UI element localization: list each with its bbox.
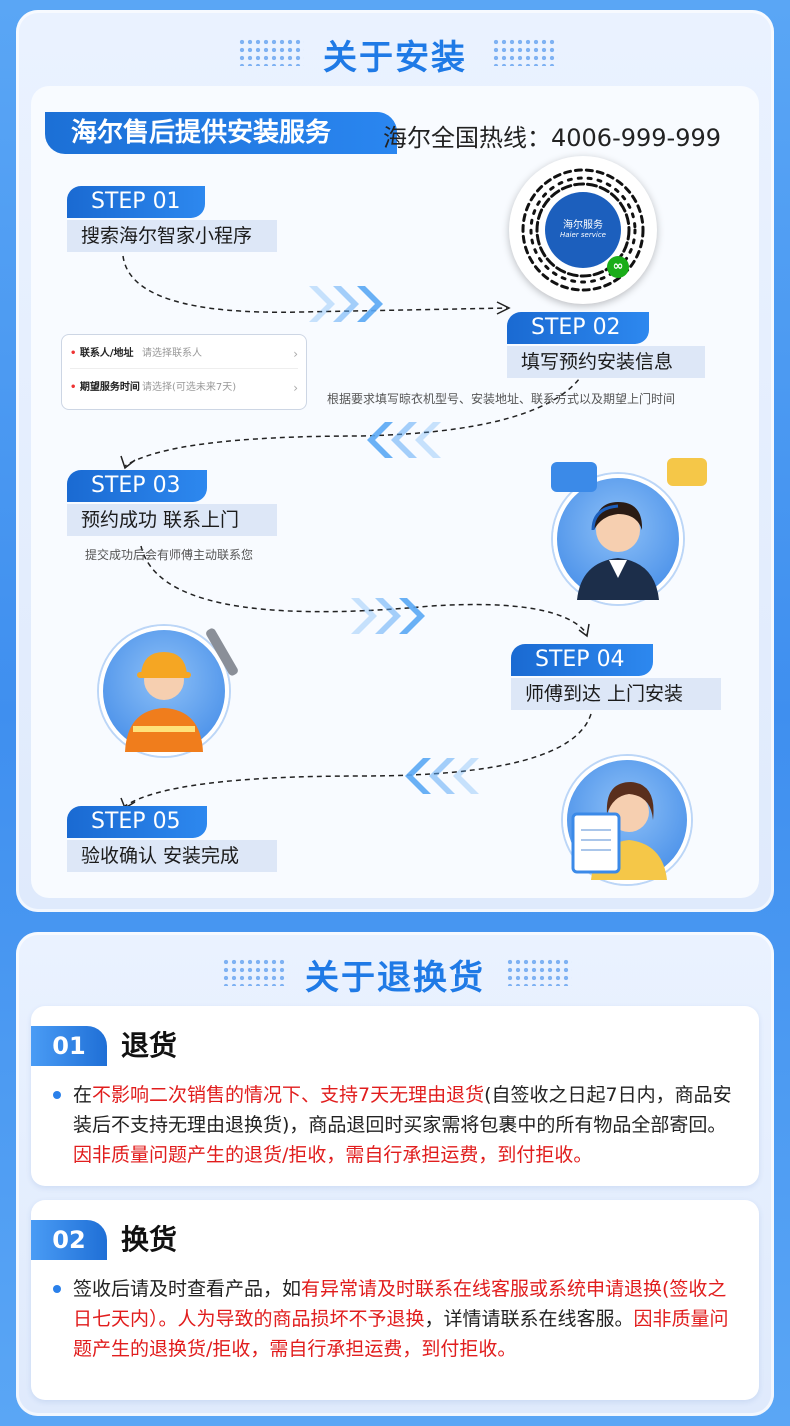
form-row-contact[interactable]: • 联系人/地址 请选择联系人 › [70,339,298,369]
exchange-heading: 换货 [121,1223,178,1256]
form-placeholder-contact: 请选择联系人 [142,348,202,359]
decor-dots-left [238,38,304,66]
exchange-num-badge: 02 [31,1220,107,1260]
worker-figure-icon [125,652,203,752]
inspector-illustration [563,756,691,884]
form-label-time: 期望服务时间 [79,382,140,393]
step-note-2: 根据要求填写晾衣机型号、安装地址、联系方式以及期望上门时间 [327,392,676,406]
return-text-3: (自签收之日起7日内，商品安装后不支持无理由退换货)，商品退回时买家需将包裹中的… [73,1084,732,1136]
step-desc-3: 预约成功 联系上门 [67,504,277,536]
step-desc-4: 师傅到达 上门安装 [511,678,721,710]
mini-program-qr-code[interactable]: 海尔服务 Haier service ∞ [509,156,657,304]
return-num-badge: 01 [31,1026,107,1066]
step-tag-1: STEP 01 [67,186,205,218]
agent-figure-icon [577,502,659,600]
return-card: 01 退货 在不影响二次销售的情况下、支持7天无理由退货(自签收之日起7日内，商… [31,1006,759,1186]
bullet-icon [53,1285,61,1293]
step-tag-5: STEP 05 [67,806,207,838]
chat-bubble-icon [667,458,707,486]
chat-bubble-icon [551,462,597,492]
chevron-right-icon: › [293,381,298,395]
step-desc-5: 验收确认 安装完成 [67,840,277,872]
returns-panel: 关于退换货 01 退货 在不影响二次销售的情况下、支持7天无理由退货(自签收之日… [16,932,774,1416]
chevron-right-icon: › [293,347,298,361]
return-text-2: 不影响二次销售的情况下、支持7天无理由退货 [92,1084,485,1106]
haier-service-logo: 海尔服务 Haier service [545,192,621,268]
step-tag-3: STEP 03 [67,470,207,502]
booking-form-preview: • 联系人/地址 请选择联系人 › • 期望服务时间 请选择(可选未来7天) › [61,334,307,410]
install-panel: 关于安装 海尔售后提供安装服务 海尔全国热线：4006-999-999 [16,10,774,912]
flow-paths [120,255,592,810]
exchange-policy-text: 签收后请及时查看产品，如有异常请及时联系在线客服或系统申请退换(签收之日七天内）… [53,1274,741,1364]
qr-label: 海尔服务 [563,220,603,231]
step-desc-1: 搜索海尔智家小程序 [67,220,277,252]
returns-title: 关于退换货 [305,958,485,998]
form-label-contact: 联系人/地址 [79,348,134,359]
bullet-icon [53,1091,61,1099]
exchange-text-4: 因非质量问题产生的退换货/拒收，需自行承担运费，到付拒收。 [73,1308,729,1360]
qr-sub: Haier service [560,231,606,239]
step-note-3: 提交成功后会有师傅主动联系您 [85,548,254,562]
decor-dots-left [222,958,288,986]
service-banner: 海尔售后提供安装服务 [45,112,397,154]
customer-service-illustration [553,474,683,604]
form-row-time[interactable]: • 期望服务时间 请选择(可选未来7天) › [70,373,298,403]
inspector-figure-icon [571,782,667,880]
step-tag-4: STEP 04 [511,644,653,676]
decor-dots-right [506,958,572,986]
exchange-card: 02 换货 签收后请及时查看产品，如有异常请及时联系在线客服或系统申请退换(签收… [31,1200,759,1400]
exchange-text-1: 签收后请及时查看产品，如 [73,1278,302,1300]
installer-illustration [99,626,229,756]
step-desc-2: 填写预约安装信息 [507,346,705,378]
chevron-arrows [309,286,479,794]
wechat-mini-icon: ∞ [607,256,629,278]
return-text-1: 在 [73,1084,93,1106]
return-policy-text: 在不影响二次销售的情况下、支持7天无理由退货(自签收之日起7日内，商品安装后不支… [53,1080,741,1170]
qr-pattern-icon [521,168,645,292]
return-heading: 退货 [121,1029,178,1062]
step-tag-2: STEP 02 [507,312,649,344]
hotline-text: 海尔全国热线：4006-999-999 [383,124,722,152]
exchange-text-3: ，详情请联系在线客服。 [424,1308,634,1330]
decor-dots-right [492,38,558,66]
exchange-text-2: 有异常请及时联系在线客服或系统申请退换(签收之日七天内）。人为导致的商品损坏不予… [73,1278,727,1330]
form-placeholder-time: 请选择(可选未来7天) [142,382,237,393]
install-title: 关于安装 [323,38,467,78]
return-text-4: 因非质量问题产生的退货/拒收，需自行承担运费，到付拒收。 [73,1144,593,1166]
install-content: 海尔售后提供安装服务 海尔全国热线：4006-999-999 [31,86,759,898]
